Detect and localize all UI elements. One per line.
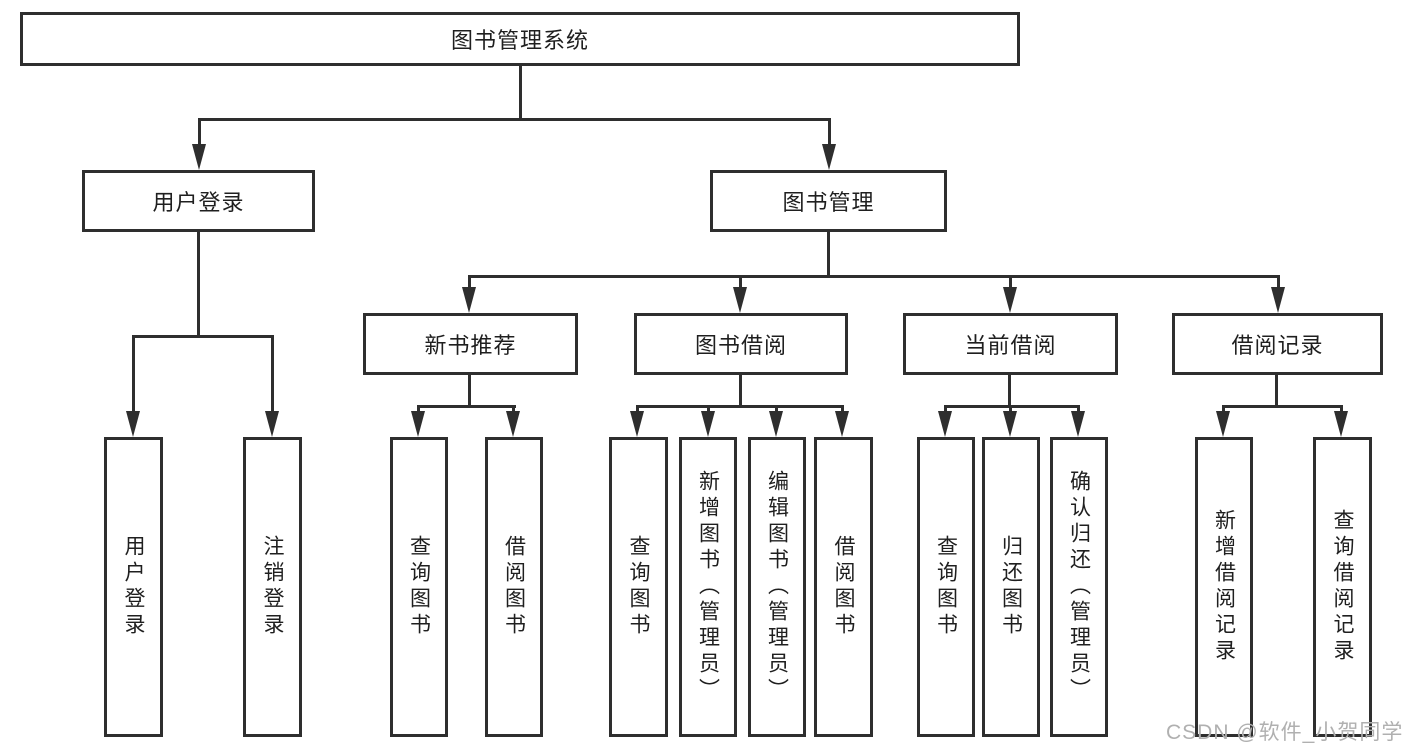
leaf-borrow-books: 借阅图书 [814,437,873,737]
arrowhead-down [411,411,425,437]
arrowhead-down [126,411,140,437]
leaf-add-borrow-record: 新增借阅记录 [1195,437,1253,737]
leaf-label: 查询图书 [934,535,958,639]
node-root-system: 图书管理系统 [20,12,1020,66]
connector-line [1275,375,1278,406]
connector-line [944,405,1080,408]
arrowhead-down [192,144,206,170]
connector-line [197,232,200,336]
connector-line [198,118,831,121]
connector-line [739,275,742,292]
arrowhead-down [462,287,476,313]
leaf-query-books-current: 查询图书 [917,437,975,737]
leaf-label: 查询图书 [627,535,650,639]
arrowhead-down [506,411,520,437]
leaf-label: 借阅图书 [832,535,855,639]
connector-line [519,65,522,118]
arrowhead-down [1003,411,1017,437]
connector-line [468,275,1280,278]
leaf-label: 新增借阅记录 [1212,509,1236,665]
node-book-management: 图书管理 [710,170,947,232]
connector-line [468,275,471,292]
connector-line [417,405,516,408]
arrowhead-down [769,411,783,437]
arrowhead-down [1003,287,1017,313]
leaf-return-books: 归还图书 [982,437,1040,737]
leaf-label: 借阅图书 [502,535,526,639]
connector-line [132,335,135,417]
node-current-borrow: 当前借阅 [903,313,1118,375]
connector-line [1008,375,1011,406]
arrowhead-down [265,411,279,437]
arrowhead-down [1334,411,1348,437]
leaf-borrow-books-recommend: 借阅图书 [485,437,543,737]
connector-line [636,405,844,408]
leaf-confirm-return-admin: 确认归还（管理员） [1050,437,1108,737]
node-new-book-recommend: 新书推荐 [363,313,578,375]
arrowhead-down [938,411,952,437]
arrowhead-down [701,411,715,437]
arrowhead-down [1071,411,1085,437]
connector-line [1222,405,1343,408]
arrowhead-down [630,411,644,437]
node-borrow-records: 借阅记录 [1172,313,1383,375]
node-user-login: 用户登录 [82,170,315,232]
leaf-label: 确认归还（管理员） [1067,470,1091,704]
leaf-label: 用户登录 [122,535,145,639]
leaf-label: 查询图书 [407,535,431,639]
leaf-label: 编辑图书（管理员） [765,470,789,704]
leaf-label: 归还图书 [999,535,1023,639]
leaf-logout: 注销登录 [243,437,302,737]
leaf-label: 新增图书（管理员） [696,470,720,704]
connector-line [1009,275,1012,292]
arrowhead-down [1216,411,1230,437]
leaf-query-borrow-record: 查询借阅记录 [1313,437,1372,737]
connector-line [468,375,471,406]
leaf-user-login: 用户登录 [104,437,163,737]
leaf-query-books-recommend: 查询图书 [390,437,448,737]
connector-line [132,335,274,338]
arrowhead-down [1271,287,1285,313]
connector-line [198,118,201,148]
csdn-watermark: CSDN @软件_小贺同学 [1166,721,1404,744]
arrowhead-down [822,144,836,170]
connector-line [828,118,831,148]
node-book-borrow: 图书借阅 [634,313,848,375]
connector-line [271,335,274,417]
connector-line [1277,275,1280,292]
arrowhead-down [733,287,747,313]
connector-line [739,375,742,406]
leaf-label: 查询借阅记录 [1331,509,1354,665]
leaf-edit-books-admin: 编辑图书（管理员） [748,437,806,737]
arrowhead-down [835,411,849,437]
leaf-label: 注销登录 [261,535,284,639]
leaf-add-books-admin: 新增图书（管理员） [679,437,737,737]
leaf-query-books-borrow: 查询图书 [609,437,668,737]
connector-line [827,232,830,276]
